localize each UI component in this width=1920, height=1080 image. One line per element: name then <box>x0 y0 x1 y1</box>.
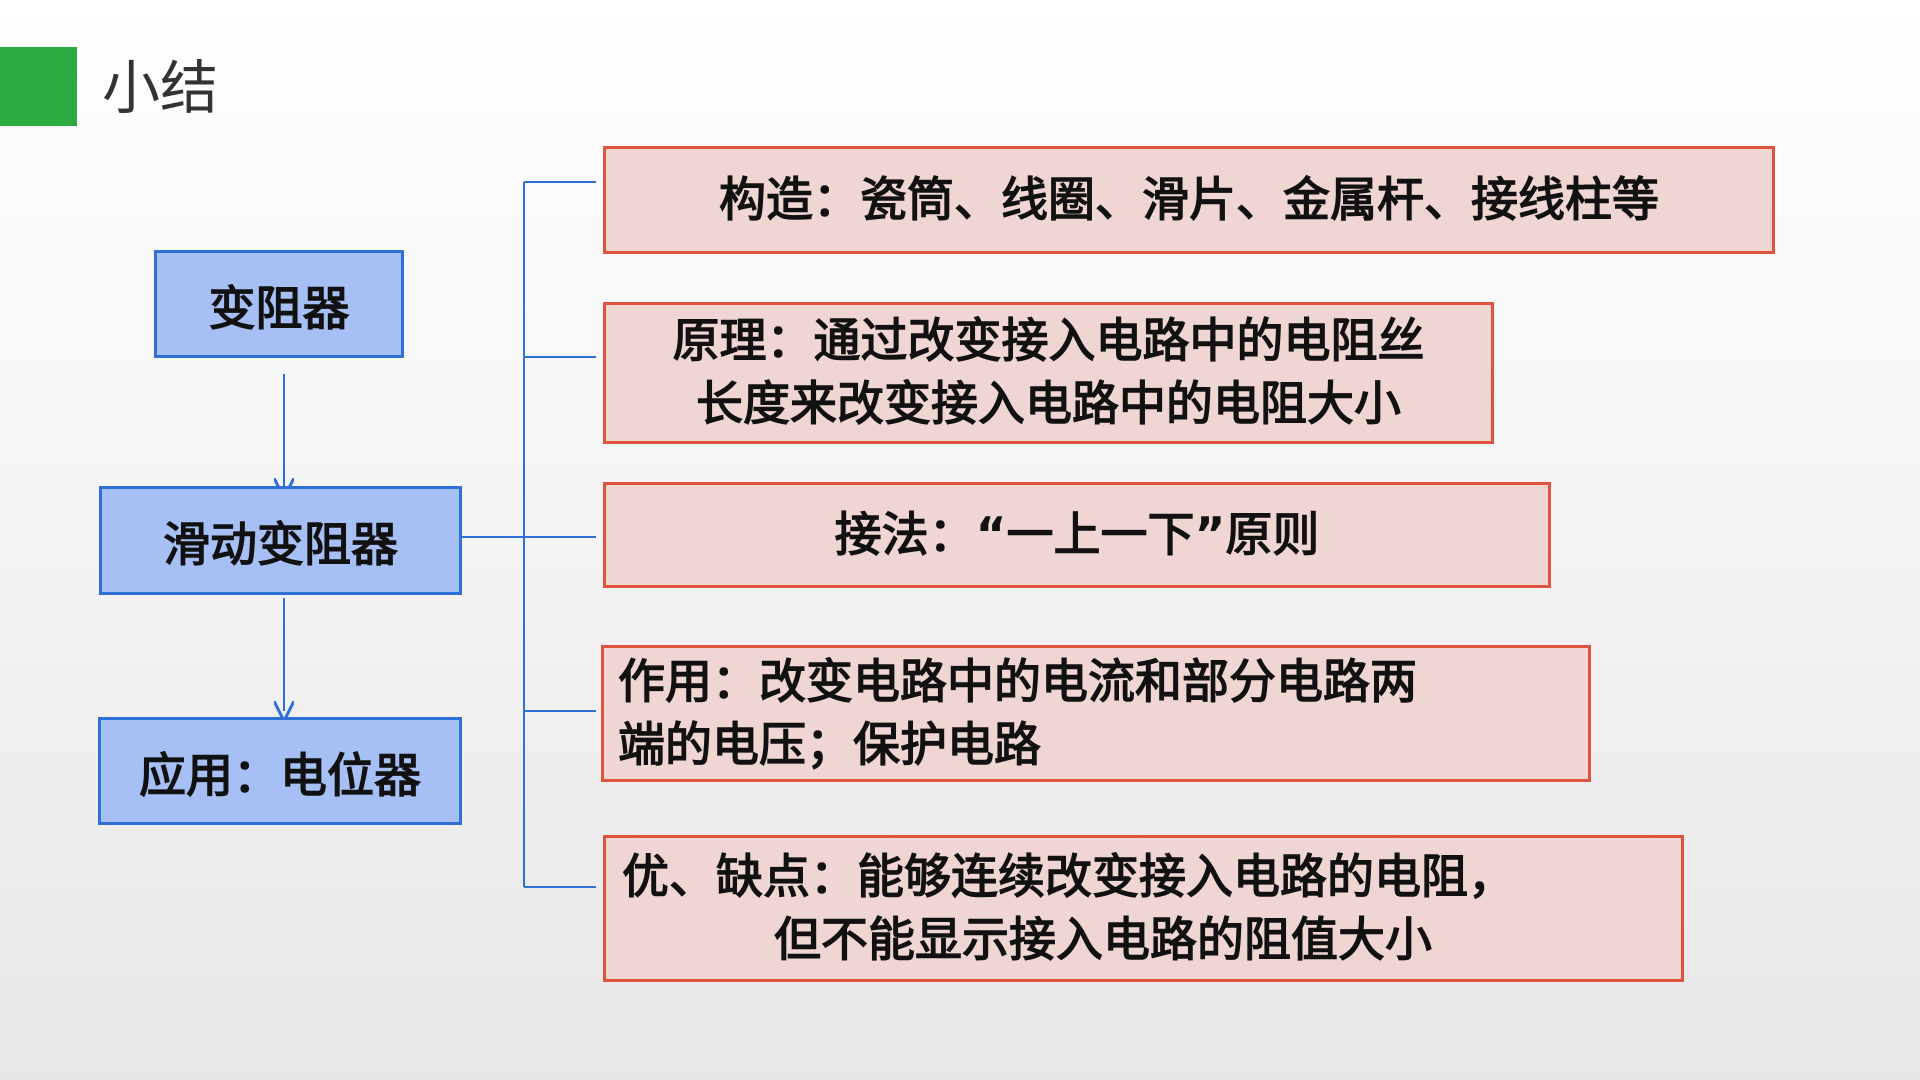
node-rheostat: 变阻器 <box>154 250 404 358</box>
node-rheostat-label: 变阻器 <box>208 281 350 337</box>
node-sliding-rheostat: 滑动变阻器 <box>99 486 462 595</box>
title-accent-bar <box>0 47 77 126</box>
node-sliding-rheostat-label: 滑动变阻器 <box>163 518 398 573</box>
node-function: 作用：改变电路中的电流和部分电路两 端的电压；保护电路 <box>601 645 1591 782</box>
node-structure-line-1: 构造：瓷筒、线圈、滑片、金属杆、接线柱等 <box>719 172 1659 228</box>
node-function-line-2: 端的电压；保护电路 <box>618 717 1041 773</box>
node-function-line-1: 作用：改变电路中的电流和部分电路两 <box>618 654 1417 710</box>
node-pros-cons: 优、缺点：能够连续改变接入电路的电阻， 但不能显示接入电路的阻值大小 <box>603 835 1684 982</box>
page-title: 小结 <box>102 54 219 122</box>
node-principle-line-2: 长度来改变接入电路中的电阻大小 <box>696 377 1401 432</box>
node-connection: 接法：“一上一下”原则 <box>603 482 1551 588</box>
node-pros-cons-line-1: 优、缺点：能够连续改变接入电路的电阻， <box>622 849 1515 905</box>
node-principle-line-1: 原理：通过改变接入电路中的电阻丝 <box>672 314 1425 369</box>
node-application-label: 应用：电位器 <box>139 748 421 804</box>
node-connection-line-1: 接法：“一上一下”原则 <box>834 507 1320 563</box>
node-principle: 原理：通过改变接入电路中的电阻丝 长度来改变接入电路中的电阻大小 <box>603 302 1494 444</box>
node-pros-cons-line-2: 但不能显示接入电路的阻值大小 <box>774 912 1432 968</box>
node-structure: 构造：瓷筒、线圈、滑片、金属杆、接线柱等 <box>603 146 1775 254</box>
node-application: 应用：电位器 <box>98 717 462 825</box>
